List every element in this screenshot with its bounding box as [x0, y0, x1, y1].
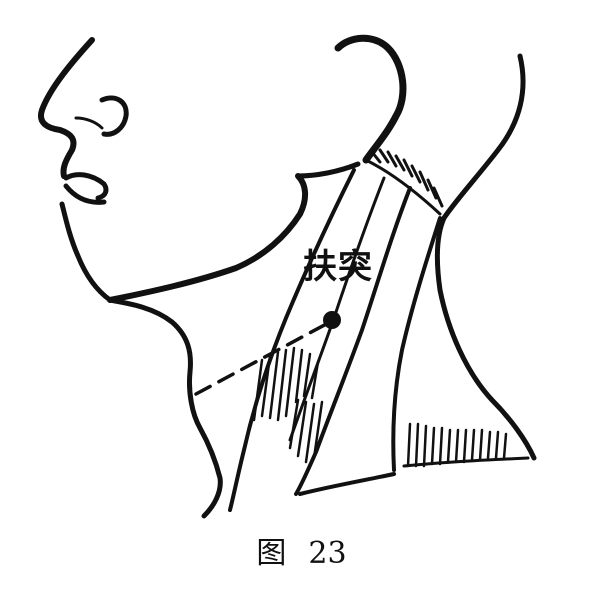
figure-caption: 图 23	[0, 539, 603, 569]
nostril-inner-line	[76, 118, 102, 128]
chin-jaw-outline	[62, 204, 220, 516]
face-profile-outline	[41, 40, 92, 176]
acupoint-marker-dot	[323, 311, 341, 329]
figure-caption-number: 23	[308, 539, 346, 569]
mandible-lower-edge	[110, 176, 305, 300]
shoulder-lower-line	[404, 458, 528, 466]
mandible-angle-line	[298, 164, 358, 176]
clavicle-line	[300, 474, 394, 494]
nostril-shape	[102, 98, 126, 134]
lower-lip	[66, 186, 104, 202]
figure-caption-word: 图	[256, 539, 286, 569]
nape-contour	[437, 56, 534, 458]
ear-outline	[338, 38, 403, 160]
acupoint-label: 扶突	[303, 250, 373, 284]
